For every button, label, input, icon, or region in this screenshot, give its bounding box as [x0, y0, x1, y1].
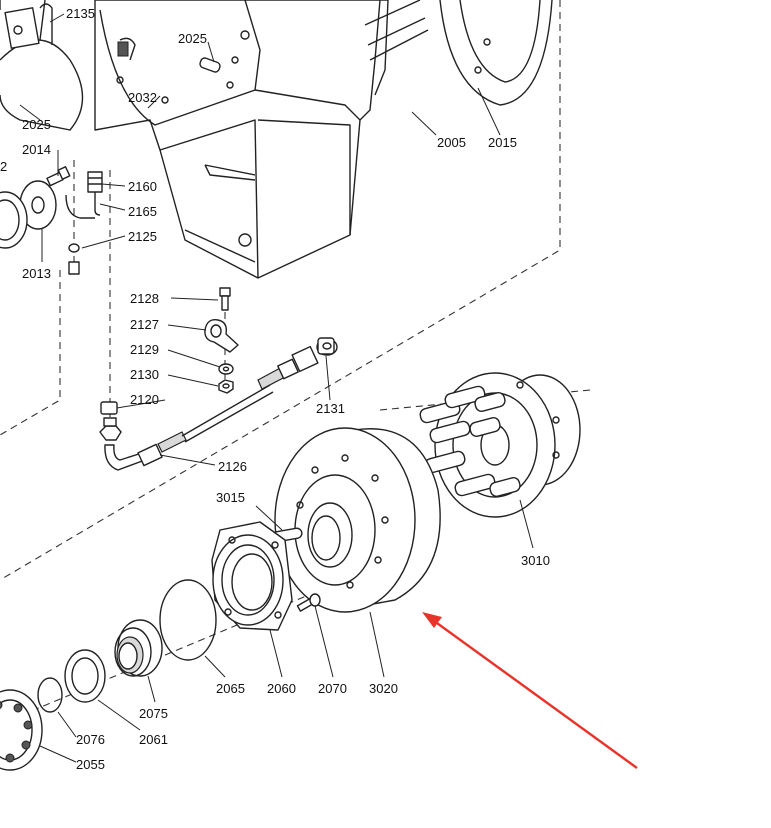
arrow-shaft [429, 617, 638, 769]
label-2129: 2129 [130, 342, 159, 357]
label-2125: 2125 [128, 229, 157, 244]
retainer-2060 [211, 521, 293, 631]
label-2013: 2013 [22, 266, 51, 281]
seal-plate-2013 [0, 180, 57, 249]
label-2160: 2160 [128, 179, 157, 194]
race-2061 [64, 649, 106, 703]
oring-2065 [159, 579, 217, 661]
dashed-boundary-left [0, 270, 61, 436]
label-2130: 2130 [130, 367, 159, 382]
label-2135: 2135 [66, 6, 95, 21]
nut-2130 [218, 379, 234, 394]
hook-pin [39, 3, 53, 45]
label-2014: 2014 [22, 142, 51, 157]
arrow-head [422, 612, 442, 628]
label-2126: 2126 [218, 459, 247, 474]
cap-2131 [316, 337, 338, 356]
label-2005: 2005 [437, 135, 466, 150]
snapring-2076 [37, 677, 63, 713]
label-2061: 2061 [139, 732, 168, 747]
label-2076: 2076 [76, 732, 105, 747]
label-3020: 3020 [369, 681, 398, 696]
bearing-2055 [0, 689, 43, 771]
label-2: 2 [0, 159, 7, 174]
label-2131: 2131 [316, 401, 345, 416]
label-2060: 2060 [267, 681, 296, 696]
clamp-2127 [204, 319, 239, 353]
label-2055: 2055 [76, 757, 105, 772]
bolt-2128 [219, 287, 231, 311]
gearbox-housing [94, 0, 553, 279]
washer-2129 [218, 363, 234, 375]
housing-upper-left [0, 0, 84, 131]
bolt-2014 [46, 166, 71, 187]
hub-3010 [419, 372, 581, 518]
tube-2126 [104, 345, 319, 471]
label-2075: 2075 [139, 706, 168, 721]
label-2070: 2070 [318, 681, 347, 696]
brake-drum-3020 [274, 427, 441, 613]
fitting-2160 [65, 171, 103, 219]
label-2025-top: 2025 [178, 31, 207, 46]
label-2015: 2015 [488, 135, 517, 150]
leader-lines [19, 13, 534, 763]
label-2120: 2120 [130, 392, 159, 407]
label-2032: 2032 [128, 90, 157, 105]
label-2025-left: 2025 [22, 117, 51, 132]
tube-2165 [94, 192, 101, 216]
label-3010: 3010 [521, 553, 550, 568]
label-2065: 2065 [216, 681, 245, 696]
plug-2125 [68, 243, 80, 275]
label-2127: 2127 [130, 317, 159, 332]
wheel-studs [419, 385, 521, 497]
label-2165: 2165 [128, 204, 157, 219]
bearing-2075 [114, 619, 163, 677]
label-2128: 2128 [130, 291, 159, 306]
red-annotation-arrow [422, 612, 638, 769]
part-labels: 2135 2025 2032 2025 2014 2 2160 2165 212… [0, 6, 550, 772]
label-3015: 3015 [216, 490, 245, 505]
fitting-2120 [99, 401, 122, 441]
